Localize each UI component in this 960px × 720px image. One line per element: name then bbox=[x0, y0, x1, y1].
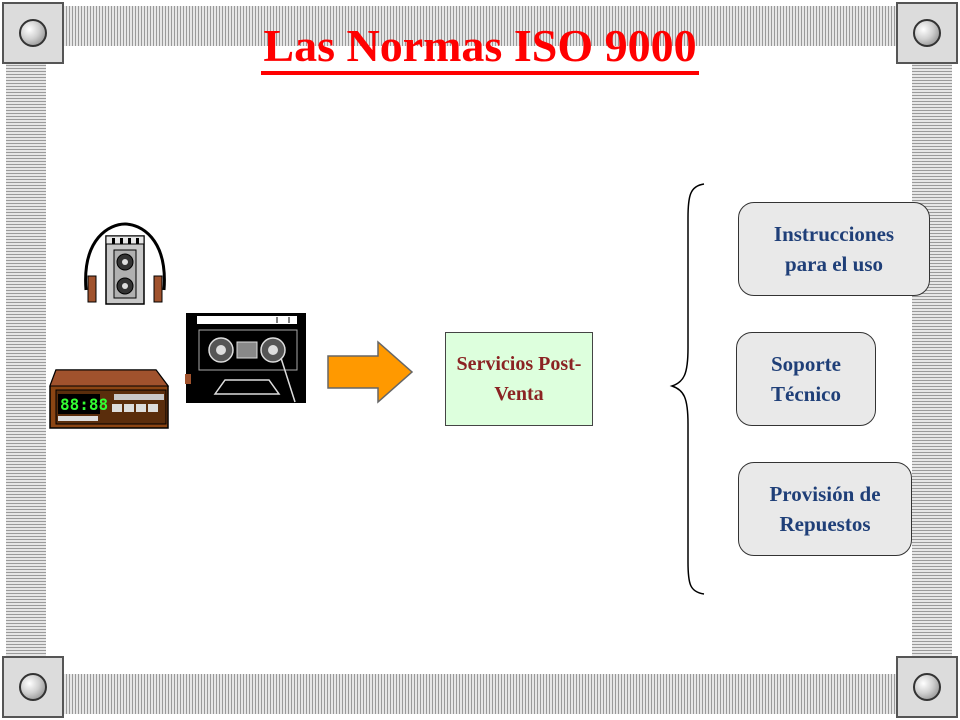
cassette-icon bbox=[185, 313, 306, 403]
corner-knob-icon bbox=[19, 673, 47, 701]
page-title-wrapper: Las Normas ISO 9000 bbox=[0, 16, 960, 76]
frame-corner-top-right bbox=[896, 2, 958, 64]
item-instrucciones: Instrucciones para el uso bbox=[738, 202, 930, 296]
frame-right-rail bbox=[912, 60, 952, 660]
item-soporte: Soporte Técnico bbox=[736, 332, 876, 426]
arrow-icon bbox=[327, 340, 414, 404]
frame-top-rail bbox=[60, 6, 900, 46]
page-title: Las Normas ISO 9000 bbox=[261, 20, 699, 75]
corner-knob-icon bbox=[913, 19, 941, 47]
frame-corner-bottom-left bbox=[2, 656, 64, 718]
item-provision: Provisión de Repuestos bbox=[738, 462, 912, 556]
curly-brace-icon bbox=[669, 183, 705, 595]
center-box-servicios: Servicios Post- Venta bbox=[445, 332, 593, 426]
corner-knob-icon bbox=[913, 673, 941, 701]
frame-corner-bottom-right bbox=[896, 656, 958, 718]
clock-display: 88:88 bbox=[60, 395, 108, 414]
corner-knob-icon bbox=[19, 19, 47, 47]
frame-left-rail bbox=[6, 60, 46, 660]
frame-bottom-rail bbox=[60, 674, 900, 714]
frame-corner-top-left bbox=[2, 2, 64, 64]
walkman-icon bbox=[84, 222, 166, 305]
clock-radio-icon: 88:88 bbox=[49, 369, 169, 429]
